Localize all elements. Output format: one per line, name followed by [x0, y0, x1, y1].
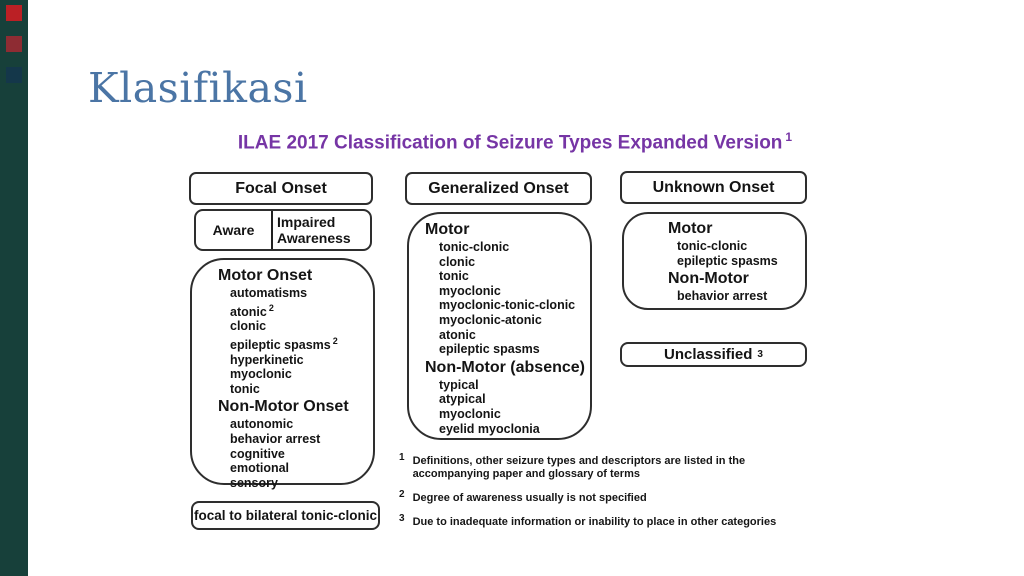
diagram-heading-text: ILAE 2017 Classification of Seizure Type… [237, 132, 783, 154]
footnote-text: Degree of awareness usually is not speci… [412, 492, 647, 504]
list-item: eyelid myoclonia [439, 421, 540, 436]
list-item: behavior arrest [230, 432, 321, 447]
section-title: Non-Motor [668, 270, 749, 288]
footnote-superscript: 3 [399, 513, 405, 524]
footnote: 1 Definitions, other seizure types and de… [399, 452, 811, 481]
footnote-superscript: 2 [399, 489, 405, 500]
list-item: epileptic spasms [677, 253, 778, 268]
list-item: autonomic [230, 417, 294, 432]
section-title: Motor [668, 220, 713, 237]
footnote-superscript: 1 [399, 452, 405, 463]
footnotes-block: 1 Definitions, other seizure types and de… [399, 452, 811, 540]
list-item: clonic [439, 254, 476, 269]
diagram-heading: ILAE 2017 Classification of Seizure Type… [180, 130, 850, 154]
focal-onset-header-box: Focal Onset [189, 172, 373, 205]
list-item: myoclonic-atonic [439, 312, 542, 327]
maroon-square [6, 36, 22, 52]
list-item: myoclonic [230, 367, 292, 382]
unclassified-superscript: 3 [757, 349, 763, 360]
navy-square [6, 67, 22, 83]
item-superscript: 2 [268, 302, 274, 313]
item-superscript: 2 [332, 335, 338, 346]
list-item: atonic [439, 327, 476, 342]
list-item: automatisms [230, 286, 308, 300]
footnote: 3 Due to inadequate information or inabil… [399, 513, 811, 529]
unclassified-box: Unclassified 3 [620, 342, 807, 367]
footnote-text: Due to inadequate information or inabili… [412, 516, 777, 528]
list-item: tonic-clonic [439, 240, 510, 254]
list-item: emotional [230, 461, 290, 476]
list-item: sensory [230, 475, 278, 490]
generalized-onset-header-box: Generalized Onset [405, 172, 592, 205]
list-item: clonic [230, 319, 267, 334]
diagram-heading-superscript: 1 [785, 130, 793, 144]
list-item: atypical [439, 392, 486, 407]
section-title: Motor [425, 221, 470, 238]
list-item: myoclonic-tonic-clonic [439, 298, 576, 313]
list-item: myoclonic [439, 406, 501, 421]
list-item: cognitive [230, 446, 285, 461]
section-title: Non-Motor Onset [218, 398, 349, 416]
section-title: Non-Motor (absence) [425, 358, 585, 376]
unclassified-label: Unclassified [664, 346, 753, 363]
list-item: myoclonic [439, 283, 501, 298]
unknown-onset-header-box: Unknown Onset [620, 171, 807, 204]
red-square [6, 5, 22, 21]
list-item: hyperkinetic [230, 352, 304, 367]
impaired-awareness-cell: Impaired Awareness [277, 214, 351, 246]
aware-cell: Aware [196, 211, 273, 249]
slide-title: Klasifikasi [88, 64, 308, 112]
list-item: tonic-clonic [677, 239, 748, 253]
list-item: tonic [230, 381, 260, 396]
section-title: Motor Onset [218, 267, 313, 284]
list-item: behavior arrest [677, 289, 768, 304]
footnote-text: Definitions, other seizure types and des… [412, 455, 746, 480]
awareness-split-box: Aware Impaired Awareness [194, 209, 372, 251]
left-accent-bar [0, 0, 28, 576]
list-item: tonic [439, 269, 469, 284]
list-item: typical [439, 377, 479, 392]
footnote: 2 Degree of awareness usually is not spec… [399, 489, 811, 505]
list-item: epileptic spasms [439, 342, 540, 357]
focal-to-bilateral-box: focal to bilateral tonic-clonic [191, 501, 380, 530]
